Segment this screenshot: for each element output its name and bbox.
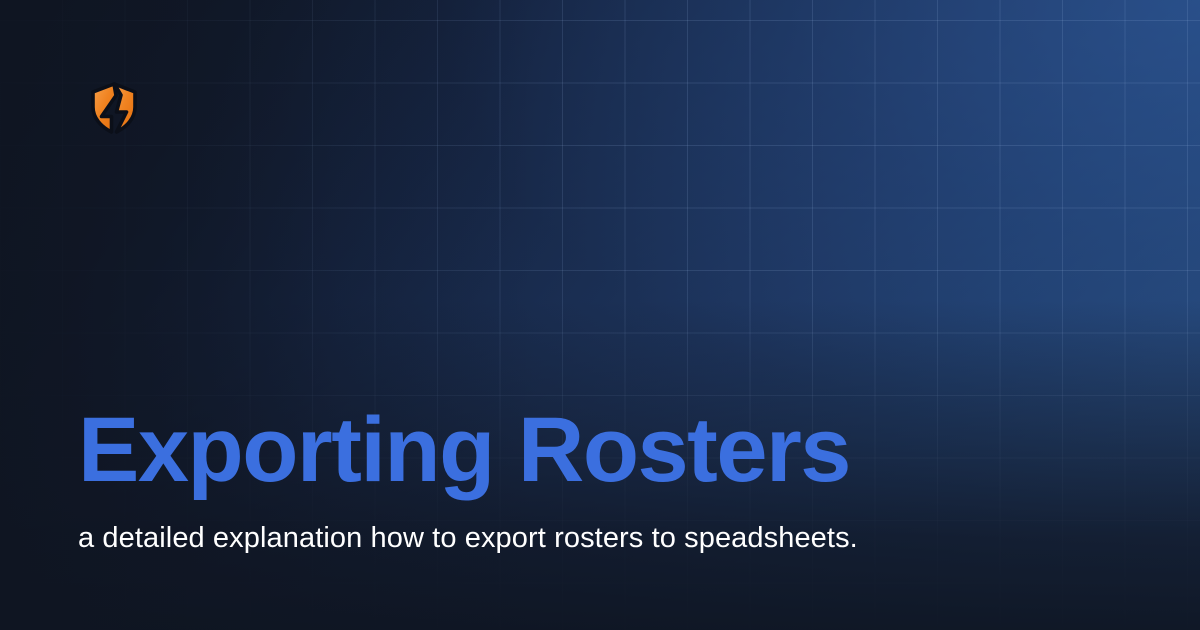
page-title: Exporting Rosters <box>78 398 851 501</box>
card-content: Exporting Rosters a detailed explanation… <box>78 398 1078 558</box>
shield-lightning-bolt-icon <box>88 81 140 135</box>
page-subtitle: a detailed explanation how to export ros… <box>78 522 858 555</box>
